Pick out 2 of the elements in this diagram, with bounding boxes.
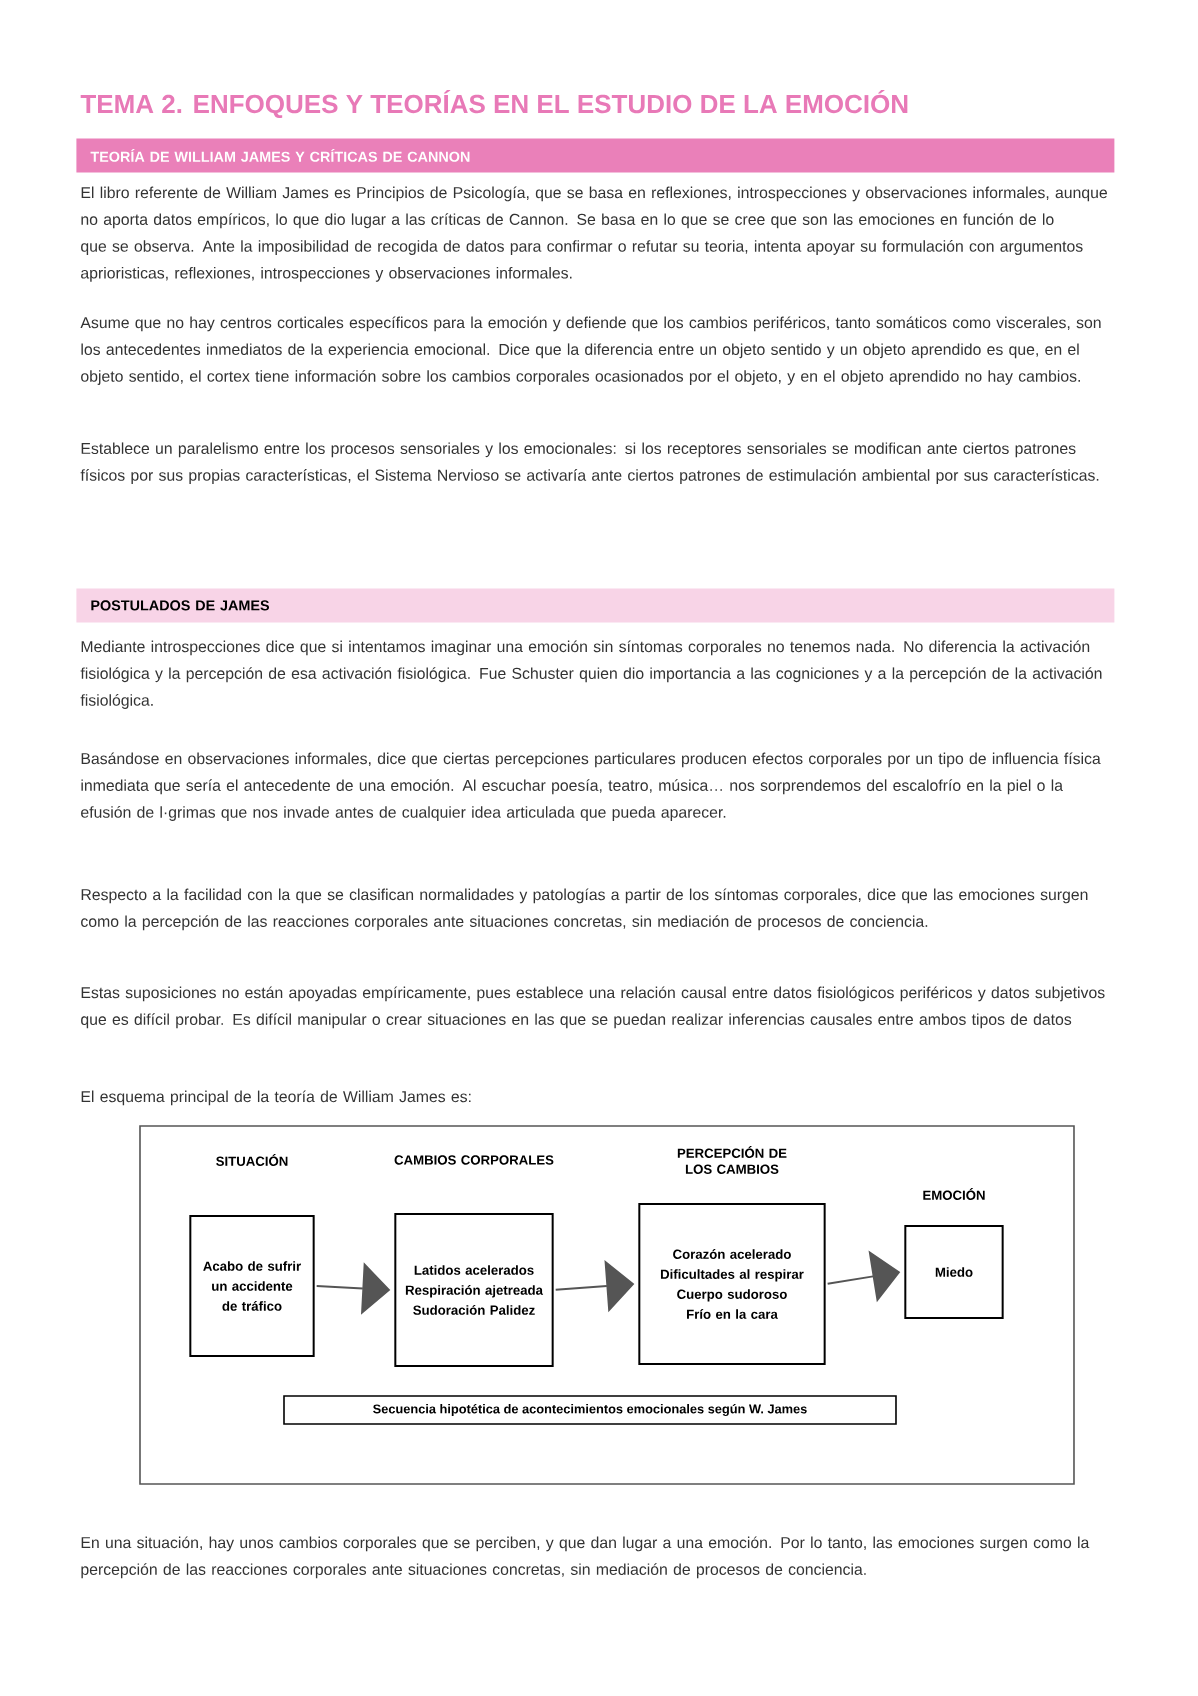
title: TEMA 2. ENFOQUES Y TEORÍAS EN EL ESTUDIO DE LA EMOCIÓN <box>80 89 908 119</box>
diagram-frame <box>139 1125 1075 1485</box>
